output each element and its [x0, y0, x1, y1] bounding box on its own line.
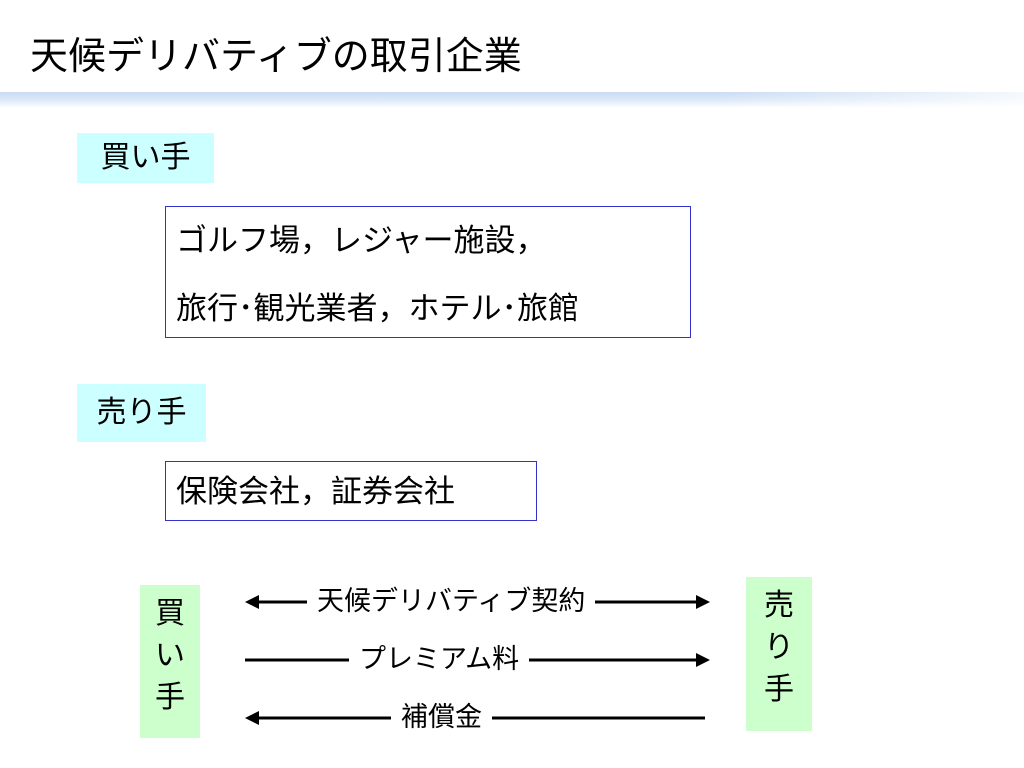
flow-premium-text: プレミアム料 — [349, 645, 530, 675]
flow-contract: 天候デリバティブ契約 — [245, 587, 710, 617]
page-title: 天候デリバティブの取引企業 — [30, 34, 522, 78]
seller-heading: 売り手 — [77, 384, 206, 442]
diagram-buyer-char-3: 手 — [155, 680, 185, 715]
flow-contract-text: 天候デリバティブ契約 — [307, 587, 596, 617]
flow-compensation-text: 補償金 — [391, 703, 492, 733]
seller-examples-box: 保険会社，証券会社 — [165, 461, 537, 521]
buyer-examples-line-2: 旅行･観光業者，ホテル･旅館 — [176, 291, 579, 327]
seller-examples-line-1: 保険会社，証券会社 — [176, 474, 455, 510]
diagram-seller-char-1: 売 — [764, 588, 794, 623]
title-underline-bar — [0, 92, 1024, 108]
seller-heading-text: 売り手 — [96, 395, 187, 430]
flow-compensation: 補償金 — [245, 703, 710, 733]
diagram-buyer-label: 買 い 手 — [140, 585, 200, 738]
buyer-examples-box: ゴルフ場，レジャー施設， 旅行･観光業者，ホテル･旅館 — [165, 206, 691, 338]
buyer-heading-text: 買い手 — [100, 140, 191, 175]
buyer-examples-line-1: ゴルフ場，レジャー施設， — [176, 223, 547, 259]
diagram-buyer-char-1: 買 — [155, 596, 185, 631]
diagram-buyer-char-2: い — [155, 638, 185, 673]
buyer-heading: 買い手 — [77, 133, 214, 183]
diagram-seller-label: 売 り 手 — [746, 577, 812, 731]
flow-premium: プレミアム料 — [245, 645, 710, 675]
diagram-seller-char-2: り — [764, 630, 794, 665]
diagram-seller-char-3: 手 — [764, 672, 794, 707]
